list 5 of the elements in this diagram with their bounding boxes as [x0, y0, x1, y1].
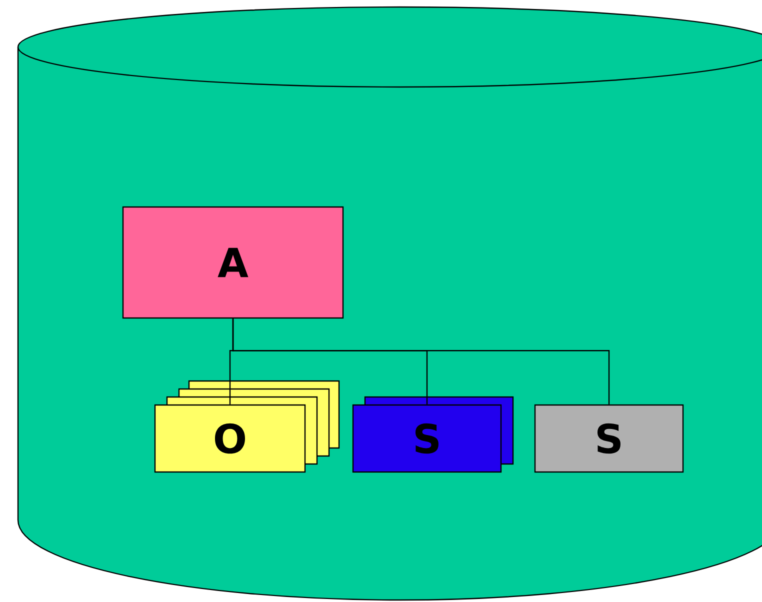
box: S [534, 404, 684, 473]
document-stack: O [154, 380, 340, 473]
box: A [122, 206, 344, 319]
connector-line [232, 318, 610, 404]
stacked-box: S [352, 396, 514, 473]
